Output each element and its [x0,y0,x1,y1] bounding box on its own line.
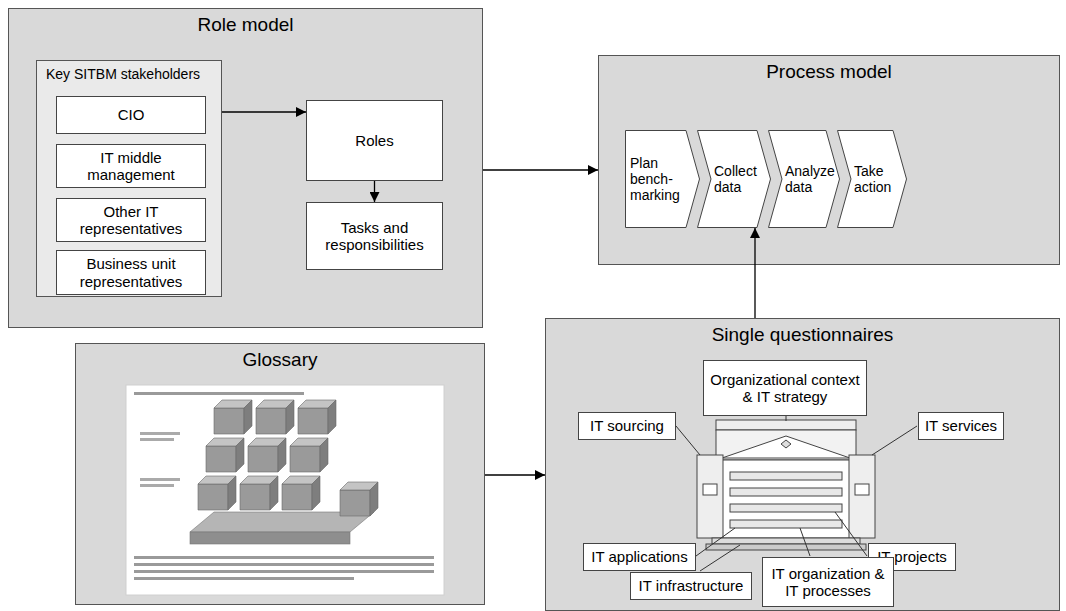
chevron-outline [626,131,700,228]
process-step: Collect data [697,130,771,228]
chevron-outline [838,131,907,228]
panel-fill [9,9,483,328]
text-box: IT services [918,412,1004,440]
box-label: IT infrastructure [639,577,744,594]
panel-title: Glossary [75,349,485,371]
process-step: Analyze data [768,130,840,228]
box-label: IT services [925,417,997,434]
panel: Single questionnairesOrganizational cont… [545,318,1060,611]
text-box: IT organization & IT processes [762,557,894,607]
panel-title: Process model [598,61,1060,83]
connector-arrow [222,111,306,112]
box-label: IT middle management [62,149,200,184]
chevron-outline [698,131,771,228]
panel-fill [546,319,1060,611]
box-label: IT sourcing [590,417,664,434]
connector-arrow [754,228,755,318]
text-box: Business unit representatives [56,250,206,295]
panel-title: Single questionnaires [545,324,1060,346]
box-label: Other IT representatives [62,203,200,238]
text-box: IT sourcing [578,412,676,440]
text-box: IT middle management [56,144,206,188]
panel-title: Role model [8,14,483,36]
box-label: CIO [118,106,145,123]
box-label: Business unit representatives [62,255,200,290]
box-label: Roles [355,132,393,149]
connector-arrow [485,474,545,475]
process-step: Take action [837,130,907,228]
process-step: Plan bench-marking [625,130,700,228]
panel: Role modelKey SITBM stakeholdersCIO IT mi… [8,8,483,328]
box-label: Plan bench-marking [630,155,687,203]
panel-fill [76,344,485,605]
box-label: IT applications [591,548,687,565]
box-label: Collect data [714,163,758,195]
box-label: Organizational context & IT strategy [709,371,861,406]
panel-title: Key SITBM stakeholders [46,66,200,82]
box-label: Tasks and responsibilities [312,219,437,254]
text-box: CIO [56,96,206,134]
text-box: Tasks and responsibilities [306,202,443,270]
box-label: Take action [854,163,894,195]
panel-fill [599,56,1060,265]
panel: Process modelPlan bench-marking Collect d… [598,55,1060,265]
panel-fill [37,61,222,297]
connector-arrow [374,181,375,202]
glossary-picture [126,385,444,595]
box-label: Analyze data [785,163,827,195]
box-label: IT organization & IT processes [768,565,888,600]
connector-arrow [483,169,598,170]
text-box: IT applications [583,543,696,571]
text-box: Organizational context & IT strategy [703,360,867,416]
text-box: IT infrastructure [630,572,752,600]
panel: Glossary [75,343,485,605]
stakeholder-group: Key SITBM stakeholdersCIO IT middle manag… [36,60,222,297]
chevron-outline [769,131,840,228]
text-box: Other IT representatives [56,198,206,242]
text-box: Roles [306,100,443,181]
